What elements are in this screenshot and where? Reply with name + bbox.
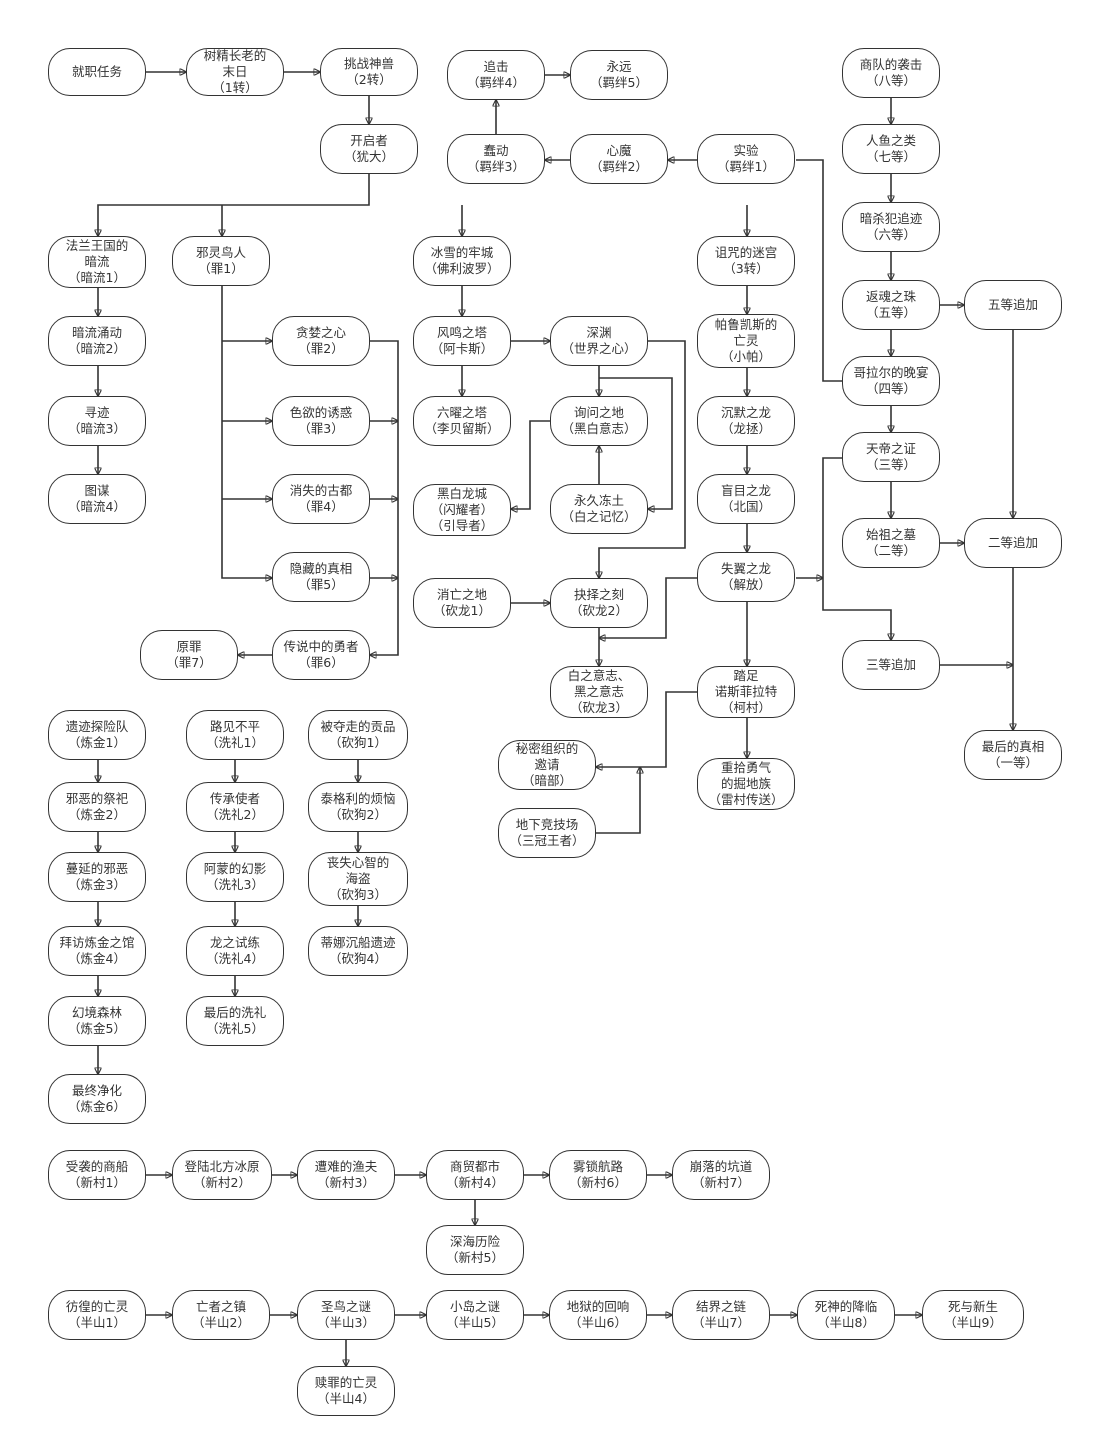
quest-node-amen: 阿蒙的幻影 （洗礼3） [186,852,284,902]
quest-node-wusuo: 雾锁航路 （新村6） [549,1150,647,1200]
quest-node-jiuzhi: 就职任务 [48,48,146,96]
quest-node-denglu: 登陆北方冰原 （新村2） [172,1150,272,1200]
quest-node-renyu: 人鱼之类 （七等） [842,124,940,174]
quest-node-xiaowang: 消亡之地 （砍龙1） [413,578,511,628]
quest-node-taigeli: 泰格利的烦恼 （砍狗2） [308,782,408,832]
quest-node-yongyuan: 永远 （羁绊5） [570,50,668,100]
quest-node-kaiqi: 开启者 （犹大） [320,124,418,174]
quest-node-shuzui: 赎罪的亡灵 （半山4） [297,1366,395,1416]
quest-node-siyu: 死与新生 （半山9） [922,1290,1024,1340]
quest-node-chuanshuo: 传说中的勇者 （罪6） [272,630,370,680]
quest-node-erdeng: 二等追加 [964,518,1062,568]
quest-node-palu: 帕鲁凯斯的 亡灵 （小帕） [697,314,795,368]
quest-node-tiandi: 天帝之证 （三等） [842,432,940,482]
quest-node-panghuang: 彷徨的亡灵 （半山1） [48,1290,146,1340]
quest-node-fanhun: 返魂之珠 （五等） [842,280,940,330]
quest-node-xunwen: 询问之地 （黑白意志） [550,396,648,446]
quest-node-liuyao: 六曜之塔 （李贝留斯） [413,396,511,446]
quest-node-wudeng: 五等追加 [964,280,1062,330]
connector-10 [221,286,272,578]
quest-node-jiejie: 结界之链 （半山7） [672,1290,770,1340]
quest-node-shujing: 树精长老的 末日 （1转） [186,48,284,96]
quest-node-tazu: 踏足 诺斯菲拉特 （柯村） [697,666,795,718]
quest-node-chenmo: 沉默之龙 （龙拯） [697,396,795,446]
connector-25 [511,420,550,509]
quest-node-dixia: 地下竞技场 （三冠王者） [498,808,596,858]
quest-node-baizhi: 白之意志、 黑之意志 （砍龙3） [550,666,648,718]
quest-node-chongshi: 重拾勇气 的掘地族 （雷村传送） [697,758,795,810]
quest-node-shenyuan: 深渊 （世界之心） [550,316,648,366]
connector-24 [599,377,673,509]
quest-node-chuancheng: 传承使者 （洗礼2） [186,782,284,832]
quest-node-mimi: 秘密组织的 邀请 （暗部） [498,740,596,790]
quest-node-huanjing: 幻境森林 （炼金5） [48,996,146,1046]
quest-node-shouxi: 受袭的商船 （新村1） [48,1150,146,1200]
quest-node-xinmo: 心魔 （羁绊2） [570,134,668,184]
quest-node-seyu: 色欲的诱惑 （罪3） [272,396,370,446]
quest-node-shiyi: 失翼之龙 （解放） [697,552,795,602]
connector-32 [599,577,697,638]
quest-node-zhuiji: 追击 （羁绊4） [447,50,545,100]
quest-node-heibai: 黑白龙城 （闪耀者） （引导者） [413,484,511,536]
quest-node-shengniao: 圣鸟之谜 （半山3） [297,1290,395,1340]
quest-node-tumou: 图谋 （暗流4） [48,474,146,524]
connector-22 [599,340,686,578]
quest-node-falan: 法兰王国的 暗流 （暗流1） [48,236,146,288]
quest-node-shiyan: 实验 （羁绊1） [697,134,795,184]
quest-node-shenhai: 深海历险 （新村5） [426,1225,524,1275]
quest-node-manyan: 蔓延的邪恶 （炼金3） [48,852,146,902]
quest-node-sangshi: 丧失心智的 海盗 （砍狗3） [308,852,408,906]
quest-node-sandeng: 三等追加 [842,640,940,690]
quest-node-xiaodao: 小岛之谜 （半山5） [426,1290,524,1340]
quest-node-fengming: 风鸣之塔 （阿卡斯） [413,316,511,366]
quest-node-zuihouxili: 最后的洗礼 （洗礼5） [186,996,284,1046]
quest-node-saodong: 蠢动 （羁绊3） [447,134,545,184]
quest-node-wangzhe: 亡者之镇 （半山2） [172,1290,270,1340]
quest-node-diyu: 地狱的回响 （半山6） [549,1290,647,1340]
quest-node-shangdui: 商队的袭击 （八等） [842,48,940,98]
quest-node-yiji: 遗迹探险队 （炼金1） [48,710,146,760]
quest-node-longzhi: 龙之试练 （洗礼4） [186,926,284,976]
quest-node-yongjiu: 永久冻土 （白之记忆） [550,484,648,534]
quest-node-bingxue: 冰雪的牢城 （佛利波罗） [413,236,511,286]
quest-node-shangmao: 商贸都市 （新村4） [426,1150,524,1200]
quest-node-tiaozhan: 挑战神兽 （2转） [320,48,418,96]
quest-node-xiee: 邪恶的祭祀 （炼金2） [48,782,146,832]
quest-node-xunji: 寻迹 （暗流3） [48,396,146,446]
quest-node-xiaoshi: 消失的古都 （罪4） [272,474,370,524]
quest-node-mangmu: 盲目之龙 （北国） [697,474,795,524]
quest-node-yuanzui: 原罪 （罪7） [140,630,238,680]
quest-node-beiduo: 被夺走的贡品 （砍狗1） [308,710,408,760]
quest-node-yincang: 隐藏的真相 （罪5） [272,552,370,602]
connector-41 [796,159,842,382]
quest-node-bengluo: 崩落的坑道 （新村7） [672,1150,770,1200]
quest-node-jueze: 抉择之刻 （砍龙2） [550,578,648,628]
quest-node-gelaer: 哥拉尔的晚宴 （四等） [842,356,940,406]
quest-node-lujian: 路见不平 （洗礼1） [186,710,284,760]
quest-node-zuihou: 最后的真相 （一等） [964,730,1062,780]
connector-37 [596,767,640,834]
quest-node-ansha: 暗杀犯追迹 （六等） [842,202,940,252]
connector-40 [822,578,891,640]
quest-node-zaonan: 遭难的渔夫 （新村3） [297,1150,395,1200]
quest-node-zuizhong: 最终净化 （炼金6） [48,1074,146,1124]
connector-39 [822,457,842,578]
quest-node-dina: 蒂娜沉船遗迹 （砍狗4） [308,926,408,976]
quest-node-anliuyong: 暗流涌动 （暗流2） [48,316,146,366]
quest-node-shizu: 始祖之墓 （二等） [842,518,940,568]
connector-3 [98,174,370,236]
quest-node-baifang: 拜访炼金之馆 （炼金4） [48,926,146,976]
connector-36 [596,691,697,767]
quest-node-tanlan: 贪婪之心 （罪2） [272,316,370,366]
quest-node-zuzhou: 诅咒的迷宫 （3转） [697,236,795,286]
quest-node-sishen: 死神的降临 （半山8） [797,1290,895,1340]
quest-node-xieling: 邪灵鸟人 （罪1） [172,236,270,286]
connector-14 [370,340,399,655]
